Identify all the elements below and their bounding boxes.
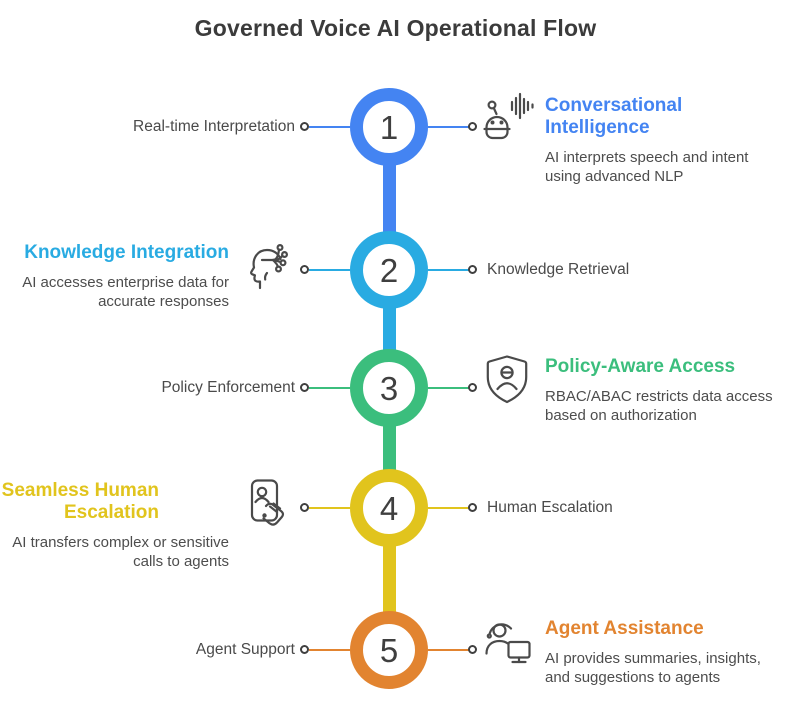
step-1-content: Conversational Intelligence AI interpret… [478,90,767,186]
step-2-left-line [309,269,350,271]
step-3-right-line [428,387,469,389]
step-2-number: 2 [379,251,399,289]
step-5-texts: Agent Assistance AI provides summaries, … [545,613,783,687]
step-4-content: Seamless Human Escalation AI transfers c… [0,475,296,571]
step-3-description: RBAC/ABAC restricts data access based on… [545,388,773,424]
agent-headset-icon [478,613,536,671]
step-4-heading: Seamless Human Escalation [1,480,159,523]
head-circuit-icon [238,237,296,295]
step-3-texts: Policy-Aware Access RBAC/ABAC restricts … [545,351,780,425]
step-5-number: 5 [379,631,399,669]
step-3-left-endpoint-icon [300,383,309,392]
step-4-number: 4 [379,489,399,527]
step-5-right-line [428,649,469,651]
step-5-left-endpoint-icon [300,645,309,654]
step-1-circle: 1 [350,88,428,166]
page-title: Governed Voice AI Operational Flow [194,15,597,41]
step-4-description: AI transfers complex or sensitive calls … [12,534,229,570]
step-5-right-endpoint-icon [468,645,477,654]
step-3-right-endpoint-icon [468,383,477,392]
step-1-description: AI interprets speech and intent using ad… [545,149,749,185]
step-4-left-line [309,507,350,509]
phone-hand-icon [238,475,296,533]
step-2-right-line [428,269,469,271]
step-2-left-endpoint-icon [300,265,309,274]
step-2-texts: Knowledge Integration AI accesses enterp… [1,237,229,311]
step-1-left-endpoint-icon [300,122,309,131]
step-2-content: Knowledge Integration AI accesses enterp… [1,237,296,311]
step-3-circle: 3 [350,349,428,427]
step-3-side-label: Policy Enforcement [161,379,295,396]
step-4-right-line [428,507,469,509]
step-2-right-endpoint-icon [468,265,477,274]
step-1-side-label: Real-time Interpretation [133,118,295,135]
step-1-heading: Conversational Intelligence [545,95,683,138]
step-1-right-endpoint-icon [468,122,477,131]
step-3-left-line [309,387,350,389]
step-4-left-endpoint-icon [300,503,309,512]
step-5-content: Agent Assistance AI provides summaries, … [478,613,783,687]
robot-voice-icon [478,90,536,148]
step-4-circle: 4 [350,469,428,547]
step-3-number: 3 [379,369,399,407]
step-2-heading: Knowledge Integration [24,242,229,263]
step-3-heading: Policy-Aware Access [545,356,736,377]
step-1-left-line [309,126,350,128]
step-1-right-line [428,126,469,128]
step-2-circle: 2 [350,231,428,309]
shield-user-icon [478,351,536,409]
step-4-side-label: Human Escalation [487,499,613,516]
step-2-description: AI accesses enterprise data for accurate… [22,274,229,310]
step-5-description: AI provides summaries, insights, and sug… [545,650,761,686]
step-4-texts: Seamless Human Escalation AI transfers c… [0,475,229,571]
step-1-texts: Conversational Intelligence AI interpret… [545,90,767,186]
step-3-content: Policy-Aware Access RBAC/ABAC restricts … [478,351,780,425]
step-1-number: 1 [379,108,399,146]
step-5-circle: 5 [350,611,428,689]
step-5-heading: Agent Assistance [545,618,704,639]
step-4-right-endpoint-icon [468,503,477,512]
step-5-side-label: Agent Support [195,641,295,658]
step-5-left-line [309,649,350,651]
step-2-side-label: Knowledge Retrieval [487,261,630,278]
